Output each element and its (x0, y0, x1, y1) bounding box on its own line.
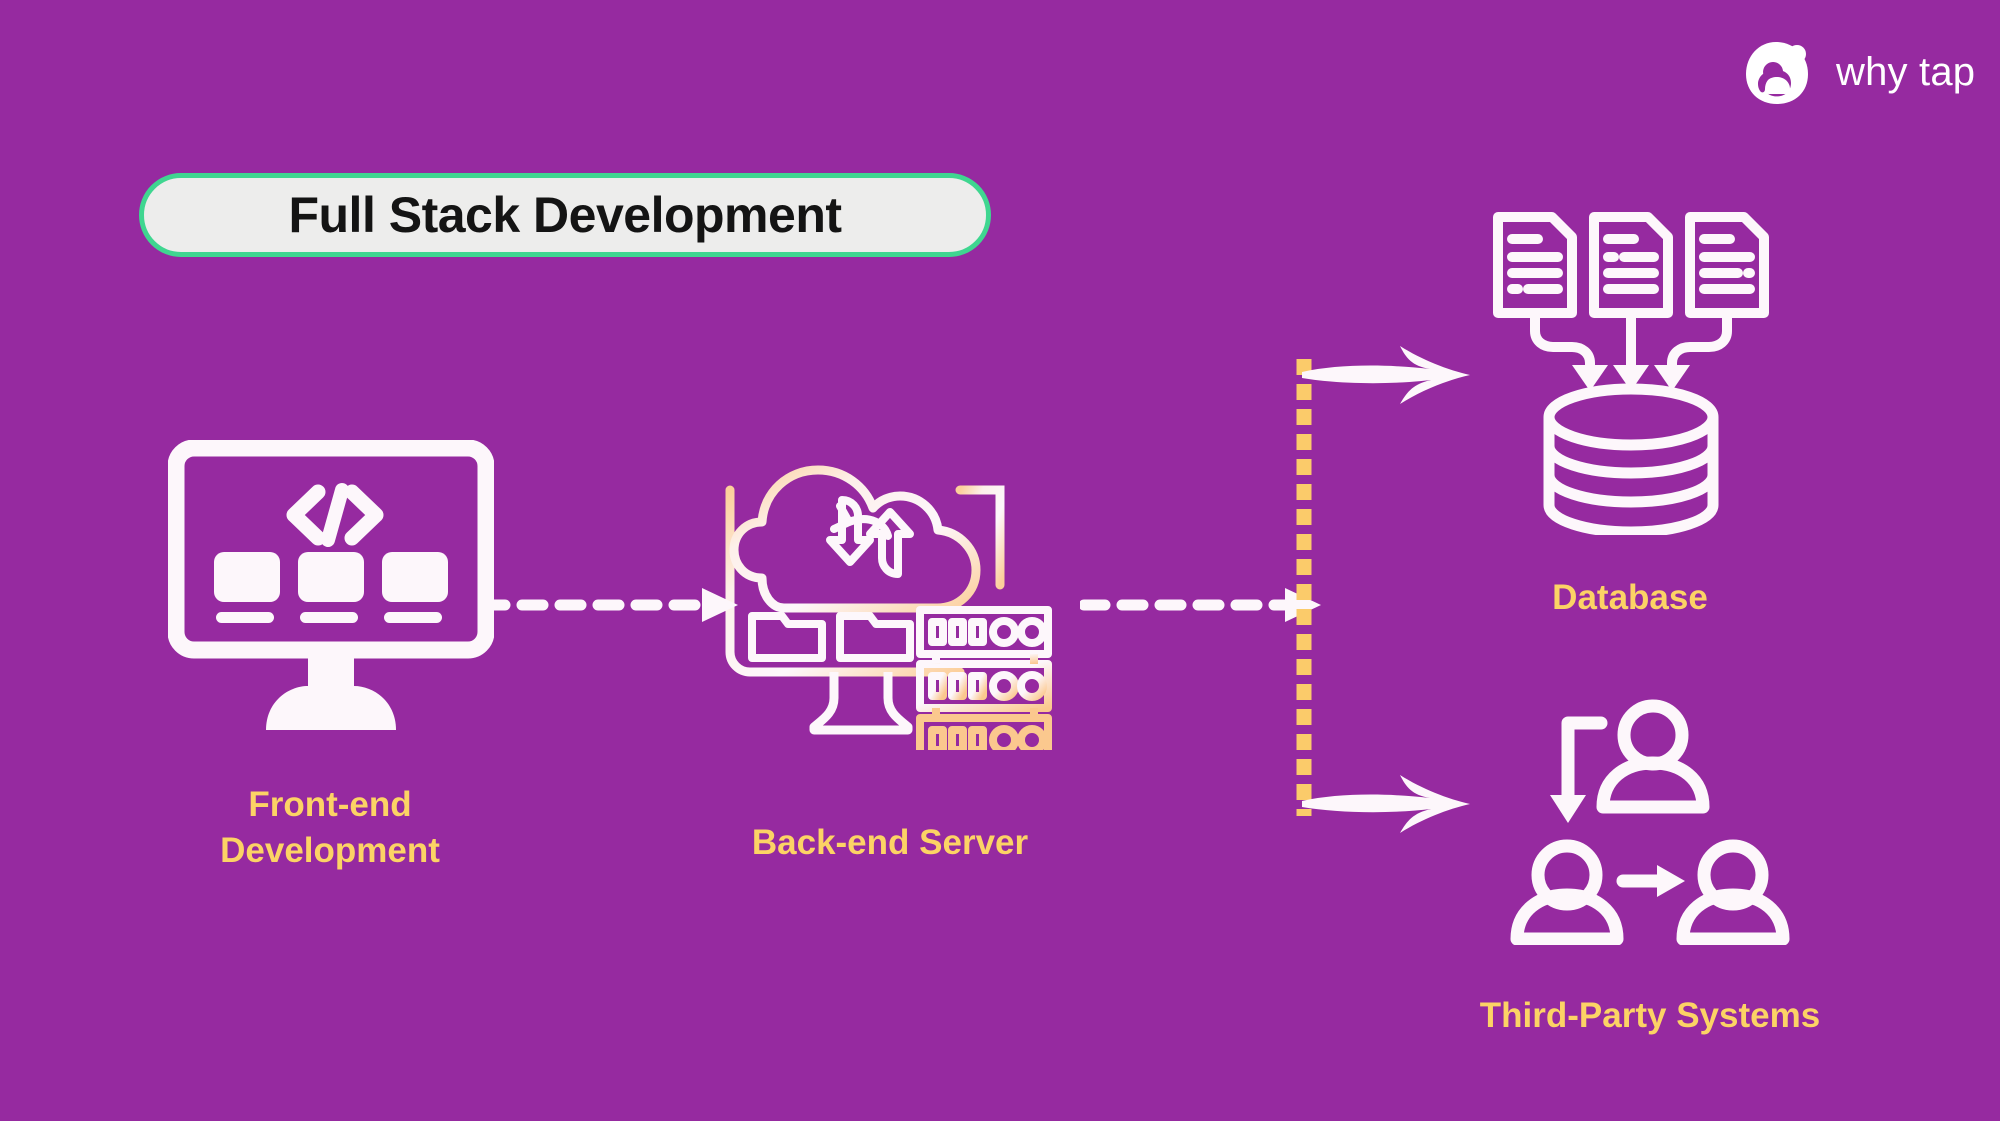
node-label-frontend: Front-end Development (220, 785, 440, 871)
node-database (1480, 205, 1780, 538)
node-label-third-party: Third-Party Systems (1479, 996, 1821, 1035)
dashed-vertical-line-icon (1296, 359, 1312, 816)
connector-hub-vertical-bus (1290, 355, 1330, 820)
brand-logo: why tap (1738, 32, 1975, 112)
node-label-backend: Back-end Server (751, 823, 1029, 862)
node-third-party-systems (1505, 695, 1795, 946)
cloud-server-monitor-icon (725, 465, 1052, 766)
dashed-arrow-right-icon (478, 588, 738, 622)
dashed-arrow-right-icon (1078, 588, 1321, 622)
users-network-icon (1510, 699, 1790, 946)
documents-to-database-icon (1493, 212, 1769, 538)
node-backend-server (722, 430, 1062, 766)
node-frontend-development (167, 439, 495, 740)
curved-arrow-right-icon (1302, 346, 1470, 404)
connector-backend-to-hub (1078, 580, 1330, 630)
connector-hub-to-database (1300, 340, 1490, 440)
whytap-logo-icon (1746, 42, 1808, 104)
monitor-code-icon (167, 439, 495, 730)
page-title-pill: Full Stack Development (139, 173, 991, 257)
node-label-database: Database (1552, 578, 1708, 617)
connector-hub-to-third-party (1300, 745, 1490, 845)
connector-frontend-to-backend (478, 580, 750, 630)
curved-arrow-right-icon (1302, 775, 1470, 833)
page-title: Full Stack Development (288, 187, 842, 243)
brand-wordmark: why tap (1836, 50, 1976, 94)
